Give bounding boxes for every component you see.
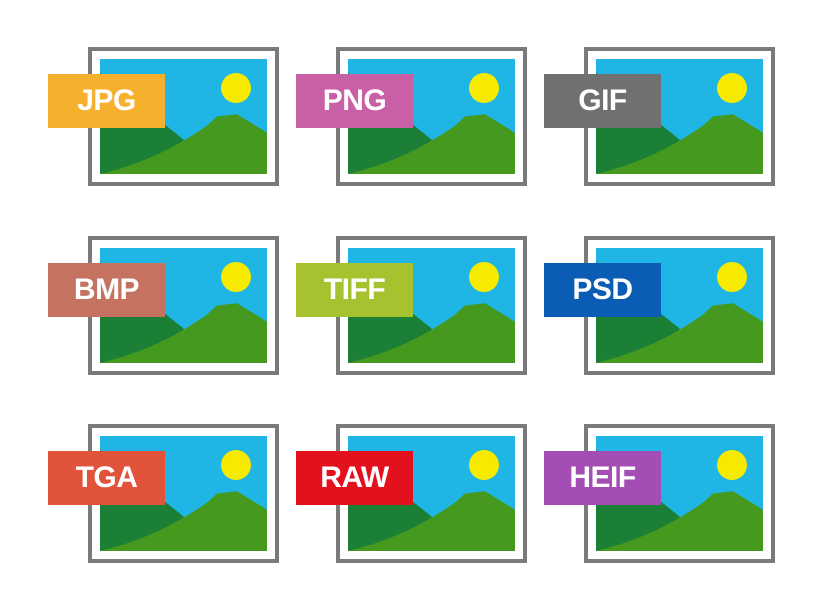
- sun-icon: [717, 450, 747, 480]
- format-badge: PSD: [544, 263, 661, 317]
- format-badge: GIF: [544, 74, 661, 128]
- heif-image-icon: HEIF: [544, 424, 784, 574]
- format-label: TIFF: [323, 273, 386, 306]
- sun-icon: [221, 73, 251, 103]
- format-label: PSD: [572, 273, 633, 306]
- format-label: TGA: [75, 461, 138, 494]
- jpg-image-icon: JPG: [48, 47, 288, 197]
- png-image-icon: PNG: [296, 47, 536, 197]
- raw-image-icon: RAW: [296, 424, 536, 574]
- format-badge: TGA: [48, 451, 165, 505]
- format-label: RAW: [320, 461, 389, 494]
- format-label: PNG: [322, 84, 387, 117]
- sun-icon: [717, 73, 747, 103]
- sun-icon: [717, 262, 747, 292]
- sun-icon: [221, 262, 251, 292]
- format-label: JPG: [77, 84, 136, 117]
- sun-icon: [469, 450, 499, 480]
- bmp-image-icon: BMP: [48, 236, 288, 386]
- format-badge: RAW: [296, 451, 413, 505]
- format-badge: BMP: [48, 263, 165, 317]
- sun-icon: [469, 262, 499, 292]
- format-badge: HEIF: [544, 451, 661, 505]
- format-label: BMP: [73, 273, 140, 306]
- gif-image-icon: GIF: [544, 47, 784, 197]
- tiff-image-icon: TIFF: [296, 236, 536, 386]
- sun-icon: [221, 450, 251, 480]
- tga-image-icon: TGA: [48, 424, 288, 574]
- format-badge: TIFF: [296, 263, 413, 317]
- format-label: HEIF: [569, 461, 636, 494]
- format-label: GIF: [578, 84, 627, 117]
- format-badge: JPG: [48, 74, 165, 128]
- format-badge: PNG: [296, 74, 413, 128]
- sun-icon: [469, 73, 499, 103]
- psd-image-icon: PSD: [544, 236, 784, 386]
